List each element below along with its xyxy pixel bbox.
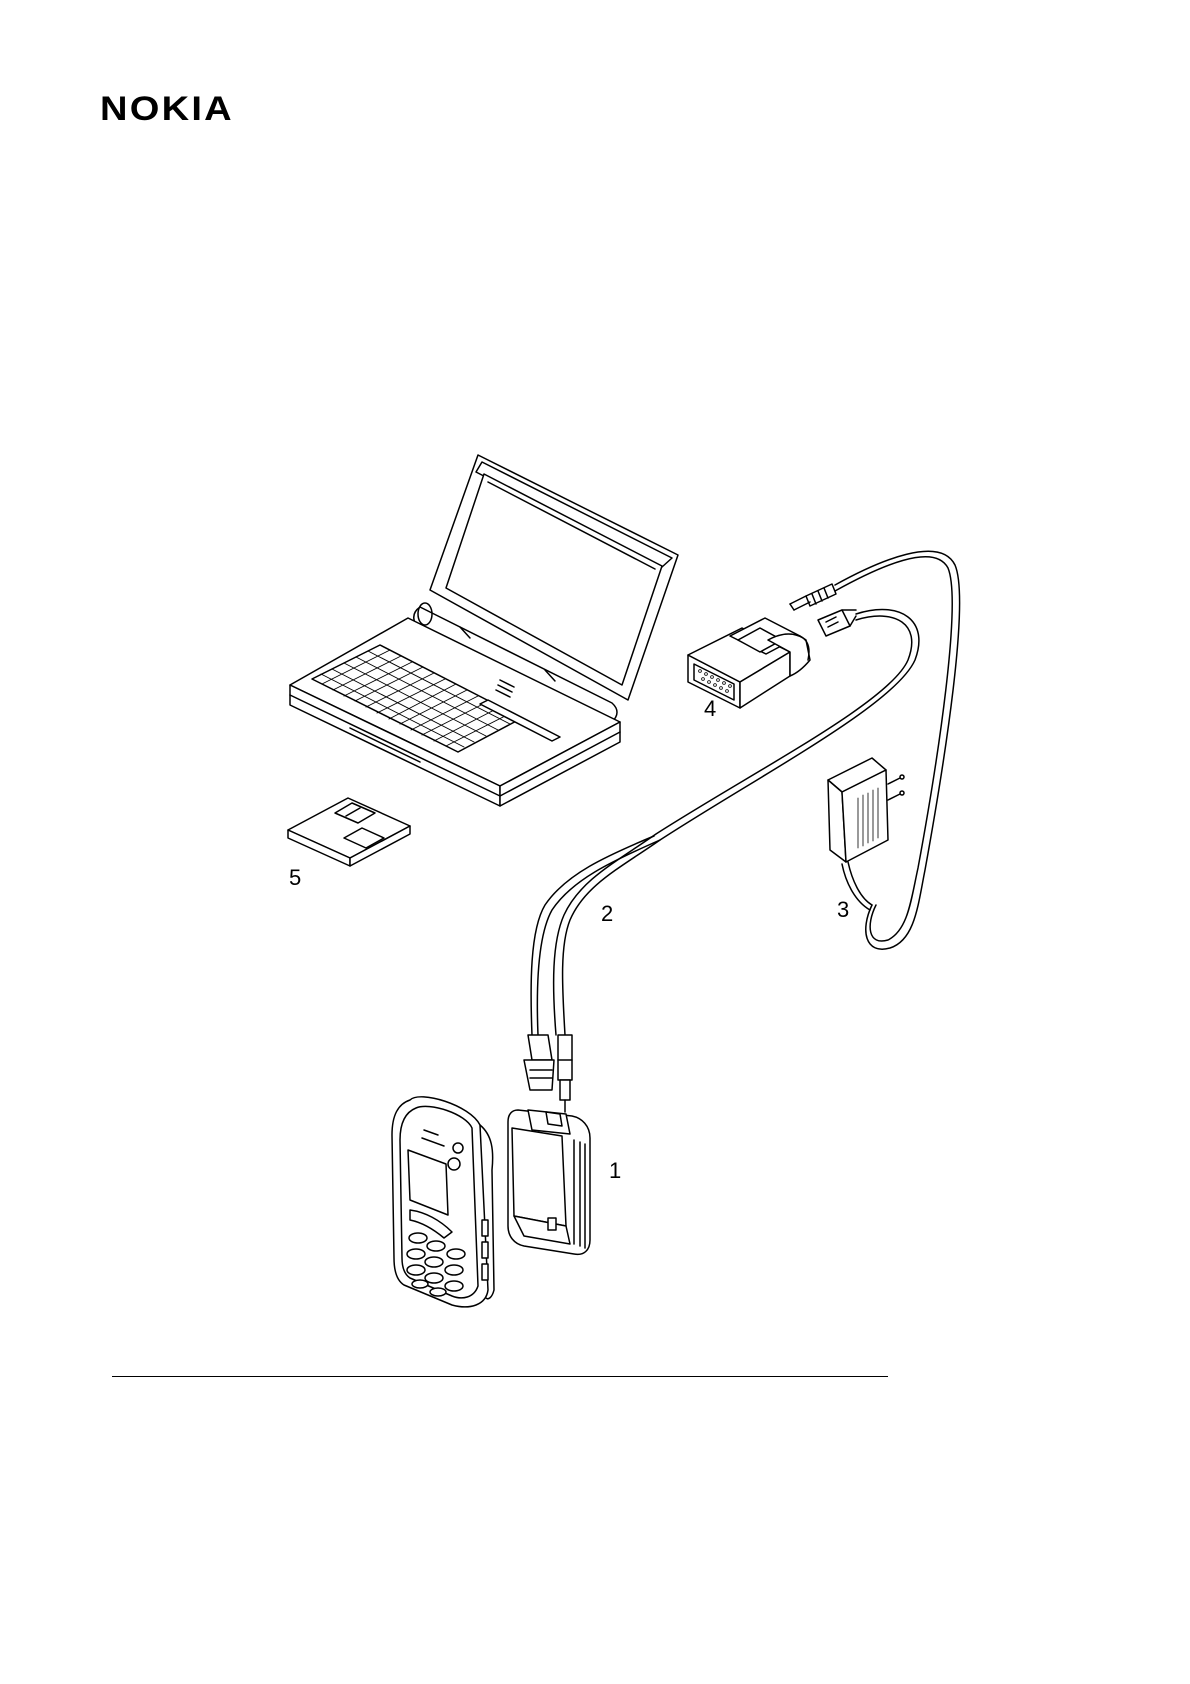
footer-divider [112,1376,888,1377]
power-supply-drawing [828,758,904,910]
callout-pc-adapter: 4 [704,698,716,720]
laptop-drawing [290,455,678,806]
callout-power-supply: 3 [837,899,849,921]
callout-phone-adapter: 1 [609,1160,621,1182]
pc-adapter-drawing [688,618,810,708]
callout-software-disk: 5 [289,867,301,889]
phone-adapter-drawing [508,1110,590,1254]
floppy-disk-drawing [288,798,410,866]
mobile-phone-drawing [392,1097,494,1307]
callout-service-cable: 2 [601,903,613,925]
